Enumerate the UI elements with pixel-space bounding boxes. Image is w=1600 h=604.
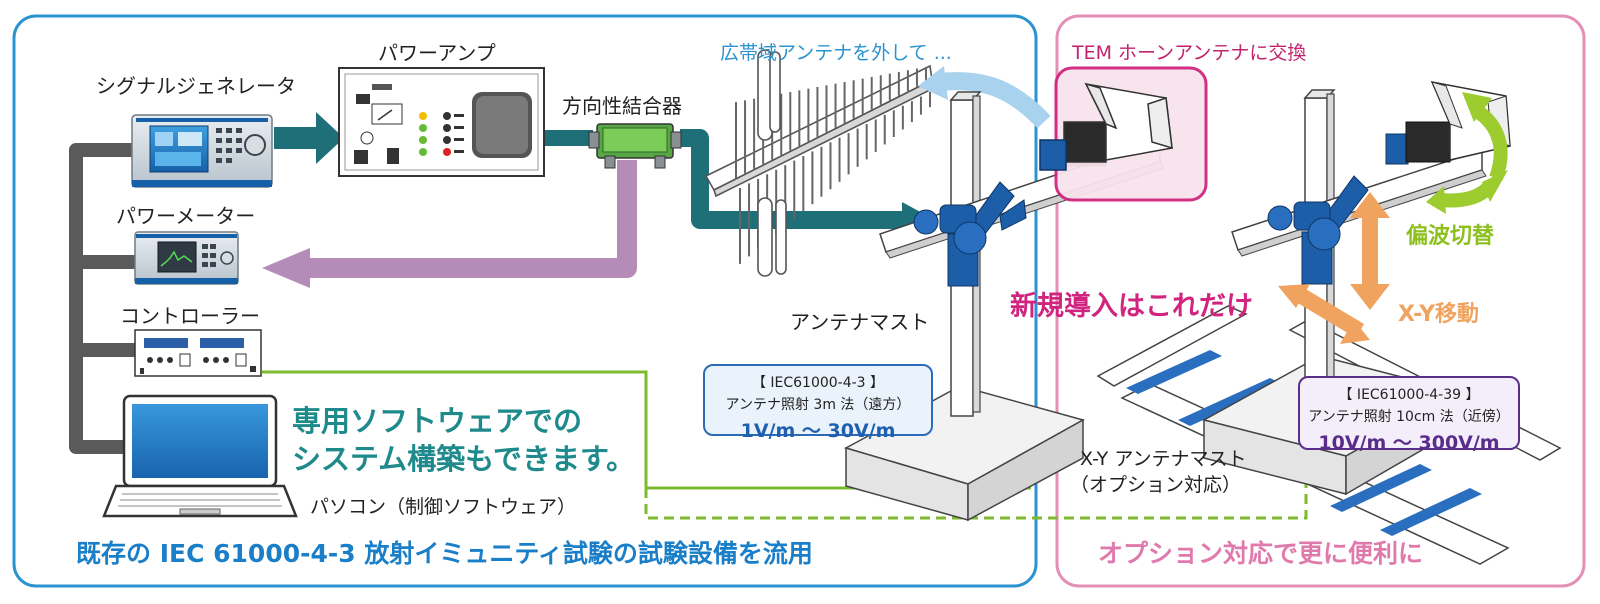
power-meter-label: パワーメーター [116, 204, 256, 228]
standard-iec-61000-4-3: 【 IEC61000-4-3 】 アンテナ照射 3m 法（遠方） 1V/m ～ … [703, 364, 933, 442]
standard-b-range: 10V/m ～ 300V/m [1318, 432, 1500, 454]
controller-device [134, 329, 262, 377]
pc-label: パソコン（制御ソフトウェア） [310, 496, 577, 518]
laptop-device [102, 394, 298, 518]
new-only-note: 新規導入はこれだけ [1010, 291, 1253, 322]
standard-a-method: アンテナ照射 3m 法（遠方） [725, 397, 911, 413]
directional-coupler-device [588, 123, 682, 169]
signal-generator-label: シグナルジェネレータ [96, 74, 296, 98]
xy-mast-label-line2: （オプション対応） [1070, 474, 1242, 496]
right-panel-caption: オプション対応で更に便利に [1098, 539, 1424, 568]
signal-arrow-2 [545, 130, 593, 146]
control-line [262, 370, 1308, 520]
controller-label: コントローラー [120, 304, 260, 328]
remove-arrow [939, 72, 1051, 129]
standard-iec-61000-4-39: 【 IEC61000-4-39 】 アンテナ照射 10cm 法（近傍） 10V/… [1298, 376, 1520, 454]
xy-mast-label-line1: X-Y アンテナマスト [1080, 448, 1247, 470]
xy-move-note: X-Y移動 [1398, 302, 1479, 327]
broadband-antenna [704, 49, 935, 277]
signal-generator-device [131, 114, 273, 188]
left-panel-caption: 既存の IEC 61000-4-3 放射イミュニティ試験の試験設備を流用 [76, 539, 813, 568]
polarization-arrow [1426, 92, 1508, 214]
software-note-line1: 専用ソフトウェアでの [292, 404, 583, 438]
power-amp-label: パワーアンプ [378, 41, 496, 65]
directional-coupler-label: 方向性結合器 [562, 94, 682, 118]
gray-bus [69, 143, 140, 454]
tem-horn-left [1039, 82, 1173, 171]
antenna-mast-left [844, 91, 1165, 522]
remove-antenna-note: 広帯域アンテナを外して ... [720, 42, 952, 64]
signal-arrow-1 [274, 112, 344, 164]
right-panel-border [1055, 14, 1586, 588]
power-meter-device [134, 231, 239, 285]
feedback-arrow [262, 160, 637, 288]
standard-b-name: 【 IEC61000-4-39 】 [1338, 387, 1480, 403]
polarization-note: 偏波切替 [1406, 224, 1495, 249]
xy-move-arrows [1278, 192, 1390, 344]
xy-antenna-mast [1096, 81, 1562, 565]
left-panel-border [12, 14, 1038, 588]
replace-tem-note: TEM ホーンアンテナに交換 [1072, 42, 1307, 64]
software-note-line2: システム構築もできます。 [292, 442, 636, 476]
standard-a-range: 1V/m ～ 30V/m [740, 420, 896, 442]
antenna-mast-label: アンテナマスト [790, 310, 930, 334]
standard-b-method: アンテナ照射 10cm 法（近傍） [1308, 409, 1510, 425]
standard-a-name: 【 IEC61000-4-3 】 [751, 375, 885, 391]
power-amp-device [338, 67, 545, 177]
